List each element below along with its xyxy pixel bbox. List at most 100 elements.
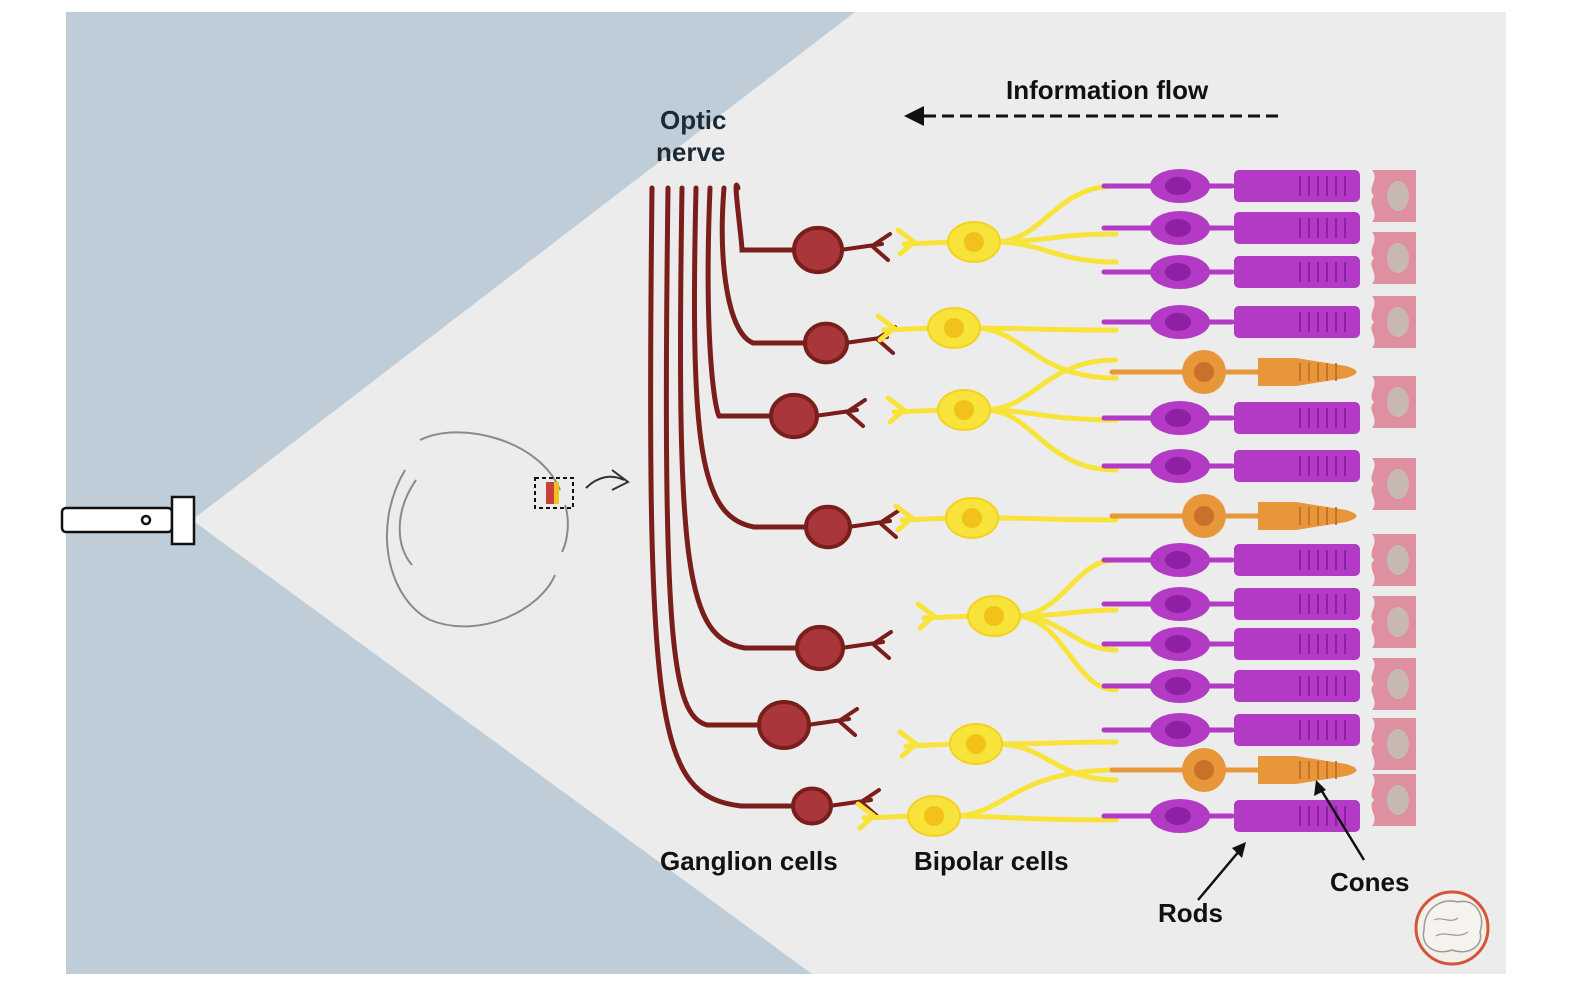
rod-outer-segment (1234, 170, 1360, 202)
rod-outer-segment (1234, 588, 1360, 620)
rod-nucleus (1165, 177, 1191, 195)
rod-outer-segment (1234, 256, 1360, 288)
ganglion-layer (648, 182, 900, 826)
information-flow-label: Information flow (1006, 75, 1209, 105)
ganglion-dendrite (838, 232, 892, 262)
brain-logo-icon (1414, 890, 1490, 966)
optic-nerve-label-line2: nerve (656, 137, 726, 167)
ganglion-cell (757, 700, 811, 750)
bipolar-nucleus (944, 318, 964, 338)
optic-nerve-label-line1: Optic (660, 105, 727, 135)
rod-outer-segment (1234, 628, 1360, 660)
bipolar-axon (981, 407, 1119, 473)
bipolar-axon (971, 325, 1119, 381)
eye-icon (385, 431, 574, 628)
cone-nucleus (1194, 362, 1214, 382)
ganglion-dendrite (805, 707, 859, 737)
bipolar-axon (989, 515, 1119, 523)
photoreceptor-layer (1101, 169, 1360, 833)
bipolar-dendrite (875, 313, 937, 343)
rod-nucleus (1165, 595, 1191, 613)
bipolar-nucleus (984, 606, 1004, 626)
information-flow-arrowhead (904, 106, 924, 126)
epithelium-nucleus (1387, 387, 1409, 417)
rods-label: Rods (1158, 898, 1223, 928)
bipolar-dendrite (895, 227, 957, 257)
rod-outer-segment (1234, 714, 1360, 746)
cones-pointer-arrow (1314, 780, 1366, 861)
bipolar-nucleus (954, 400, 974, 420)
ganglion-axon (705, 185, 774, 419)
rod-nucleus (1165, 263, 1191, 281)
rod-nucleus (1165, 721, 1191, 739)
cone-nucleus (1194, 506, 1214, 526)
ganglion-dendrite (839, 630, 893, 660)
rod-nucleus (1165, 551, 1191, 569)
bipolar-dendrite (885, 395, 947, 425)
ganglion-dendrite (846, 509, 900, 539)
bipolar-axon (981, 357, 1119, 413)
ganglion-cells-label: Ganglion cells (660, 846, 838, 876)
ganglion-axon (691, 185, 809, 530)
bipolar-dendrite (855, 801, 917, 831)
epithelium-nucleus (1387, 243, 1409, 273)
epithelium-nucleus (1387, 729, 1409, 759)
bipolar-layer (855, 183, 1119, 837)
ganglion-axon (648, 185, 796, 809)
rod-outer-segment (1234, 306, 1360, 338)
bipolar-dendrite (915, 601, 977, 631)
ganglion-cell (804, 504, 852, 550)
bipolar-nucleus (964, 232, 984, 252)
bipolar-nucleus (966, 734, 986, 754)
ganglion-cell (769, 392, 819, 440)
epithelium-nucleus (1387, 785, 1409, 815)
ganglion-cell (803, 321, 849, 365)
rod-outer-segment (1234, 450, 1360, 482)
ganglion-cell (795, 624, 845, 672)
rod-nucleus (1165, 409, 1191, 427)
ganglion-dendrite (813, 398, 867, 428)
bipolar-dendrite (893, 503, 955, 533)
rod-outer-segment (1234, 800, 1360, 832)
epithelium-nucleus (1387, 545, 1409, 575)
cone-outer-segment (1258, 756, 1357, 784)
rod-nucleus (1165, 313, 1191, 331)
rod-nucleus (1165, 635, 1191, 653)
flashlight-icon (60, 495, 196, 546)
ganglion-axon (719, 185, 808, 346)
ganglion-cell (792, 225, 844, 275)
epithelium-nucleus (1387, 469, 1409, 499)
ganglion-axon (663, 185, 762, 728)
rod-outer-segment (1234, 212, 1360, 244)
bipolar-axon (951, 813, 1119, 823)
bipolar-axon (993, 741, 1119, 783)
bipolar-dendrite (897, 729, 959, 759)
epithelium-layer (1371, 170, 1416, 826)
ganglion-axon (677, 185, 800, 651)
epithelium-nucleus (1387, 181, 1409, 211)
rods-pointer-arrow (1197, 842, 1246, 901)
rod-outer-segment (1234, 402, 1360, 434)
cone-outer-segment (1258, 502, 1357, 530)
cones-label: Cones (1330, 867, 1410, 897)
cone-nucleus (1194, 760, 1214, 780)
curved-arrow-icon (585, 475, 625, 489)
rod-nucleus (1165, 219, 1191, 237)
rod-outer-segment (1234, 544, 1360, 576)
bipolar-nucleus (962, 508, 982, 528)
rod-outer-segment (1234, 670, 1360, 702)
cone-outer-segment (1258, 358, 1357, 386)
ganglion-cell (791, 786, 833, 826)
rod-nucleus (1165, 457, 1191, 475)
bipolar-cells-label: Bipolar cells (914, 846, 1069, 876)
rod-nucleus (1165, 677, 1191, 695)
ganglion-axon (733, 182, 797, 253)
epithelium-nucleus (1387, 669, 1409, 699)
rod-nucleus (1165, 807, 1191, 825)
curved-arrow-head (611, 469, 630, 491)
bipolar-axon (991, 239, 1119, 265)
epithelium-nucleus (1387, 607, 1409, 637)
epithelium-nucleus (1387, 307, 1409, 337)
bipolar-nucleus (924, 806, 944, 826)
